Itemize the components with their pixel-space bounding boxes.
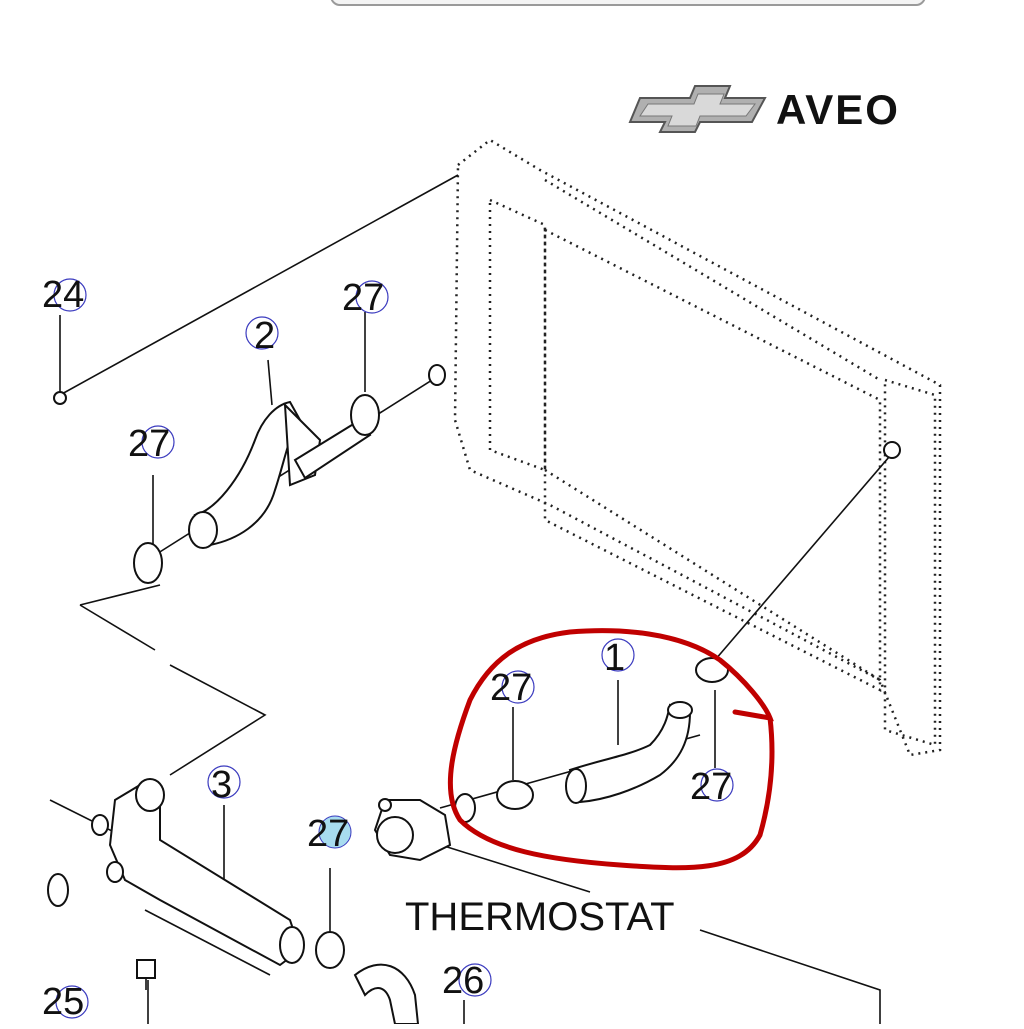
label-part-27-e: 27 — [307, 813, 349, 855]
bolt — [136, 959, 156, 990]
bypass-hose — [353, 963, 420, 1025]
brand-name: AVEO — [776, 86, 900, 133]
label-part-3: 3 — [211, 764, 232, 806]
part-labels: 1 2 3 24 25 26 27 27 27 27 27 THERMOSTAT — [42, 274, 734, 1023]
chevrolet-logo — [628, 85, 767, 133]
label-part-27-a: 27 — [342, 277, 384, 319]
label-part-27-c: 27 — [490, 667, 532, 709]
radiator — [453, 138, 942, 757]
label-part-27-d: 27 — [690, 766, 732, 808]
highlight-marker — [447, 628, 775, 871]
label-part-1: 1 — [604, 637, 625, 679]
label-part-27-b: 27 — [128, 423, 170, 465]
label-part-2: 2 — [254, 315, 275, 357]
top-bar — [330, 0, 926, 6]
label-part-24: 24 — [42, 274, 84, 316]
label-part-25: 25 — [42, 981, 84, 1023]
lower-hose — [565, 701, 693, 804]
thermostat-housing — [373, 793, 476, 862]
label-part-26: 26 — [442, 960, 484, 1002]
hose-clamps — [47, 364, 901, 969]
water-pipe — [91, 778, 305, 976]
upper-hose — [188, 400, 372, 549]
label-thermostat: THERMOSTAT — [405, 895, 675, 939]
